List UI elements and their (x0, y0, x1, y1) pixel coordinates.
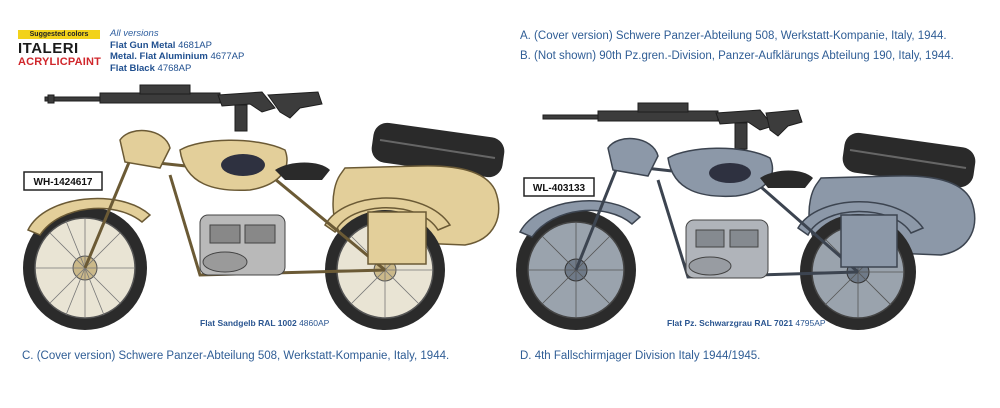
version-d-caption: D. 4th Fallschirmjager Division Italy 19… (520, 350, 761, 362)
color-item: Flat Black 4768AP (110, 62, 192, 74)
color-item: Metal. Flat Aluminium 4677AP (110, 51, 245, 62)
license-plate-text: WL-403133 (533, 183, 586, 194)
engine (685, 219, 769, 279)
spare-wheel (842, 132, 976, 188)
machine-gun (542, 102, 803, 150)
rear-fender (324, 197, 452, 234)
pannier-box (840, 214, 898, 268)
front-fender (26, 197, 152, 236)
color-item: Flat Gun Metal 4681AP (110, 39, 212, 51)
seat (760, 170, 813, 188)
spare-wheel (371, 122, 505, 178)
rear-fender (797, 201, 925, 237)
italeri-badge: Suggested colors ITALERI ACRYLICPAINT (18, 30, 102, 68)
tank-knee-pad (221, 154, 265, 176)
seat (275, 162, 330, 180)
front-fender (518, 200, 642, 238)
all-versions-heading: All versions (110, 28, 159, 39)
left-paint-label: Flat Sandgelb RAL 1002 4860AP (200, 318, 330, 328)
machine-gun (44, 84, 323, 132)
right-paint-label: Flat Pz. Schwarzgrau RAL 7021 4795AP (667, 318, 826, 328)
version-c-caption: C. (Cover version) Schwere Panzer-Abteil… (22, 350, 450, 362)
version-a-caption: A. (Cover version) Schwere Panzer-Abteil… (520, 30, 947, 42)
all-versions-colors: All versions Flat Gun Metal 4681AP Metal… (110, 28, 244, 74)
badge-sub: ACRYLICPAINT (18, 56, 102, 68)
license-plate (23, 171, 103, 191)
right-motorcycle-illustration: WL-403133 (516, 102, 976, 330)
badge-top-label: Suggested colors (18, 30, 100, 39)
pannier-box (367, 211, 427, 265)
engine (199, 214, 286, 276)
license-plate (523, 177, 595, 197)
left-motorcycle-illustration: WH-1424617 (23, 84, 505, 330)
badge-brand: ITALERI (18, 40, 79, 57)
tank-knee-pad (709, 163, 751, 183)
license-plate-text: WH-1424617 (34, 177, 93, 188)
version-b-caption: B. (Not shown) 90th Pz.gren.-Division, P… (520, 50, 954, 62)
